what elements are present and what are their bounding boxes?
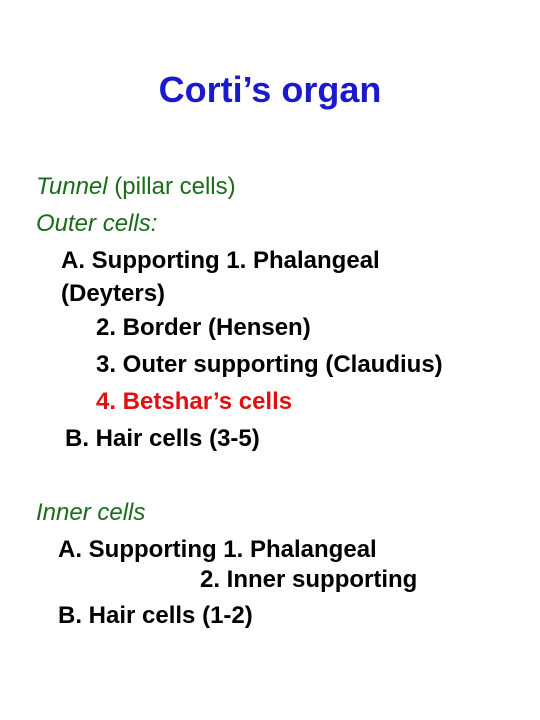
- inner-supporting-line: A. Supporting 1. Phalangeal: [58, 536, 377, 563]
- slide-title: Corti’s organ: [158, 69, 382, 110]
- tunnel-detail: (pillar cells): [107, 173, 236, 200]
- outer-supporting-deyters: (Deyters): [61, 280, 166, 307]
- outer-hair-cells: B. Hair cells (3-5): [65, 425, 260, 452]
- tunnel-line: Tunnel (pillar cells): [36, 172, 236, 202]
- outer-betshar-item: 4. Betshar’s cells: [96, 388, 293, 415]
- outer-claudius-item: 3. Outer supporting (Claudius): [96, 351, 443, 378]
- inner-hair-cells: B. Hair cells (1-2): [58, 602, 253, 629]
- outer-border-item: 2. Border (Hensen): [96, 314, 311, 341]
- outer-cells-heading: Outer cells:: [36, 210, 158, 237]
- tunnel-label: Tunnel: [36, 173, 108, 200]
- inner-cells-heading: Inner cells: [36, 499, 146, 526]
- outer-supporting-line: A. Supporting 1. Phalangeal: [61, 247, 380, 274]
- inner-supporting-item: 2. Inner supporting: [200, 566, 418, 593]
